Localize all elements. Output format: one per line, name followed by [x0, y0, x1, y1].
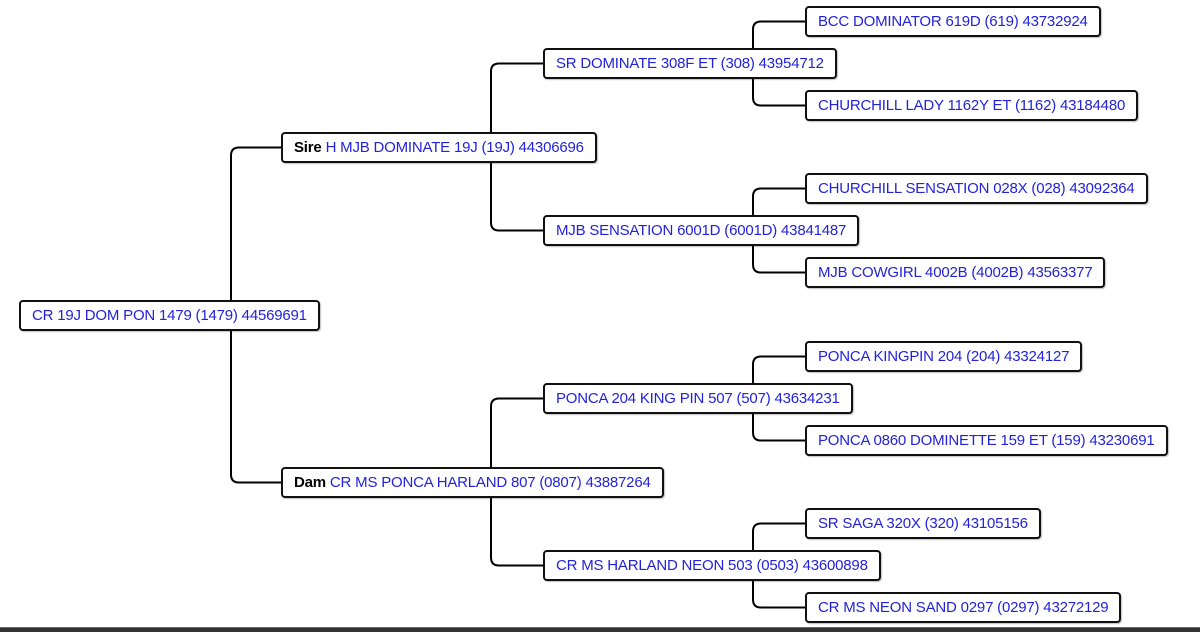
pedigree-node-dds: SR SAGA 320X (320) 43105156 — [805, 508, 1041, 539]
connector-line-ss — [490, 62, 543, 132]
pedigree-node-dam: Dam CR MS PONCA HARLAND 807 (0807) 43887… — [281, 467, 664, 498]
dam-label: Dam — [294, 474, 326, 491]
pedigree-node-sires-dam: MJB SENSATION 6001D (6001D) 43841487 — [543, 215, 860, 246]
connector-line-sdd — [752, 246, 805, 274]
pedigree-node-dsd: PONCA 0860 DOMINETTE 159 ET (159) 432306… — [805, 425, 1168, 456]
connector-line-ds — [490, 397, 543, 467]
animal-link-subject[interactable]: CR 19J DOM PON 1479 (1479) 44569691 — [32, 307, 307, 324]
connector-line-dsd — [752, 414, 805, 442]
animal-link-sss[interactable]: BCC DOMINATOR 619D (619) 43732924 — [818, 13, 1088, 30]
pedigree-node-ddd: CR MS NEON SAND 0297 (0297) 43272129 — [805, 592, 1122, 623]
pedigree-node-sss: BCC DOMINATOR 619D (619) 43732924 — [805, 6, 1101, 37]
pedigree-node-dss: PONCA KINGPIN 204 (204) 43324127 — [805, 341, 1083, 372]
connector-line-dss — [752, 355, 805, 383]
connector-line-ssd — [752, 79, 805, 107]
pedigree-node-dams-dam: CR MS HARLAND NEON 503 (0503) 43600898 — [543, 550, 881, 581]
animal-link-ssd[interactable]: CHURCHILL LADY 1162Y ET (1162) 43184480 — [818, 97, 1126, 114]
animal-link-sires-dam[interactable]: MJB SENSATION 6001D (6001D) 43841487 — [556, 222, 847, 239]
connector-line-sds — [752, 187, 805, 215]
bottom-edge-bar — [0, 627, 1200, 632]
animal-link-sire[interactable]: H MJB DOMINATE 19J (19J) 44306696 — [325, 139, 584, 156]
connector-line-dds — [752, 522, 805, 550]
connector-line-s — [230, 146, 281, 300]
connector-line-ddd — [752, 581, 805, 609]
connector-line-sss — [752, 20, 805, 48]
pedigree-node-sdd: MJB COWGIRL 4002B (4002B) 43563377 — [805, 257, 1106, 288]
animal-link-ddd[interactable]: CR MS NEON SAND 0297 (0297) 43272129 — [818, 599, 1109, 616]
animal-link-dams-dam[interactable]: CR MS HARLAND NEON 503 (0503) 43600898 — [556, 557, 868, 574]
pedigree-node-ssd: CHURCHILL LADY 1162Y ET (1162) 43184480 — [805, 90, 1139, 121]
connector-line-dd — [490, 498, 543, 567]
sire-label: Sire — [294, 139, 322, 156]
animal-link-sds[interactable]: CHURCHILL SENSATION 028X (028) 43092364 — [818, 180, 1135, 197]
animal-link-dam[interactable]: CR MS PONCA HARLAND 807 (0807) 43887264 — [329, 474, 651, 491]
animal-link-dss[interactable]: PONCA KINGPIN 204 (204) 43324127 — [818, 348, 1070, 365]
animal-link-sdd[interactable]: MJB COWGIRL 4002B (4002B) 43563377 — [818, 264, 1093, 281]
pedigree-node-sds: CHURCHILL SENSATION 028X (028) 43092364 — [805, 173, 1148, 204]
animal-link-dds[interactable]: SR SAGA 320X (320) 43105156 — [818, 515, 1028, 532]
pedigree-node-dams-sire: PONCA 204 KING PIN 507 (507) 43634231 — [543, 383, 853, 414]
connector-line-sd — [490, 163, 543, 232]
animal-link-dsd[interactable]: PONCA 0860 DOMINETTE 159 ET (159) 432306… — [818, 432, 1155, 449]
animal-link-sires-sire[interactable]: SR DOMINATE 308F ET (308) 43954712 — [556, 55, 824, 72]
connector-line-d — [230, 331, 281, 484]
animal-link-dams-sire[interactable]: PONCA 204 KING PIN 507 (507) 43634231 — [556, 390, 840, 407]
pedigree-node-subject: CR 19J DOM PON 1479 (1479) 44569691 — [19, 300, 320, 331]
pedigree-node-sires-sire: SR DOMINATE 308F ET (308) 43954712 — [543, 48, 837, 79]
pedigree-node-sire: Sire H MJB DOMINATE 19J (19J) 44306696 — [281, 132, 597, 163]
